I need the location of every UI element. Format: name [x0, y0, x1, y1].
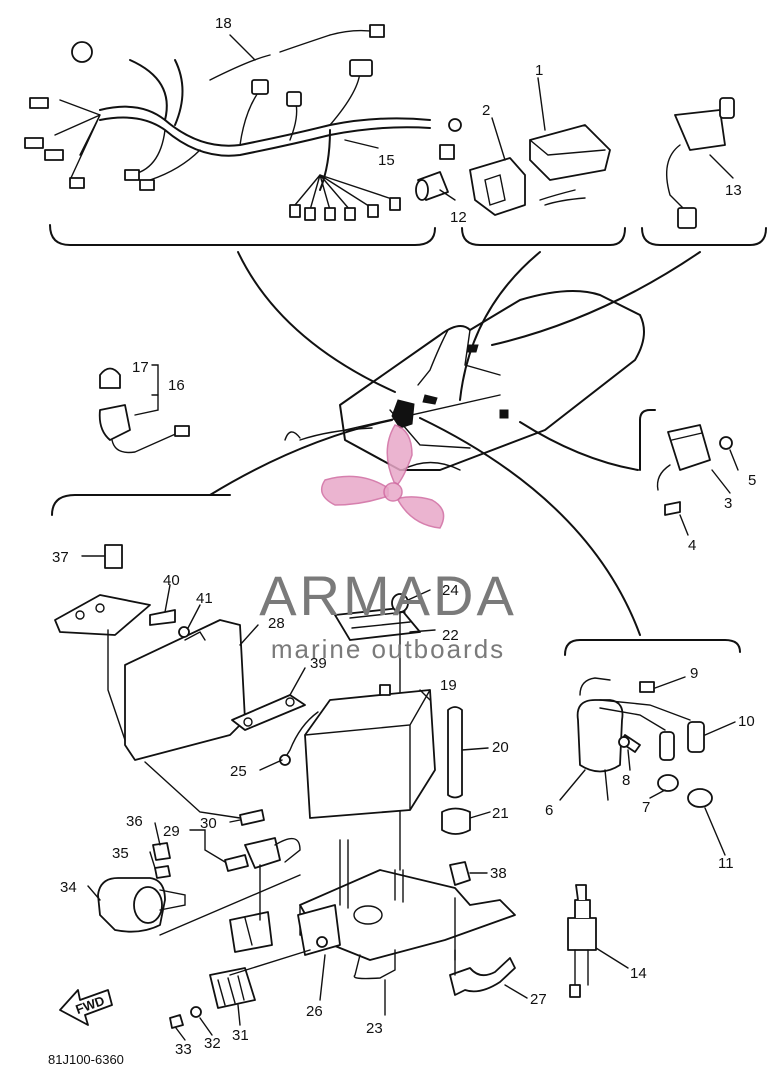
- callout-24: 24: [442, 582, 459, 599]
- callout-27: 27: [530, 991, 547, 1008]
- part-6-ignition-coil: [576, 677, 713, 808]
- part-16-17-bulb: [98, 367, 190, 454]
- callout-38: 38: [490, 865, 507, 882]
- callout-6: 6: [545, 802, 553, 819]
- callout-19: 19: [440, 677, 457, 694]
- part-39-bracket: [231, 694, 306, 731]
- callout-3: 3: [724, 495, 732, 512]
- part-38-nut: [449, 861, 471, 886]
- callout-31: 31: [232, 1027, 249, 1044]
- callout-21: 21: [492, 805, 509, 822]
- callout-25: 25: [230, 763, 247, 780]
- callout-39: 39: [310, 655, 327, 672]
- callout-7: 7: [642, 799, 650, 816]
- callout-37: 37: [52, 549, 69, 566]
- callout-16: 16: [168, 377, 185, 394]
- callout-14: 14: [630, 965, 647, 982]
- part-3-regulator: [656, 424, 733, 516]
- callout-leaders: [81, 34, 739, 1041]
- part-28-cover: [54, 544, 246, 761]
- callout-10: 10: [738, 713, 755, 730]
- callout-40: 40: [163, 572, 180, 589]
- watermark-tagline: marine outboards: [271, 634, 505, 664]
- part-27-clamp: [449, 949, 516, 996]
- callout-32: 32: [204, 1035, 221, 1052]
- callout-5: 5: [748, 472, 756, 489]
- part-14-switch: [567, 884, 597, 998]
- callout-2: 2: [482, 102, 490, 119]
- callout-30: 30: [200, 815, 217, 832]
- assembly-lines: [107, 629, 456, 976]
- callout-8: 8: [622, 772, 630, 789]
- watermark: ARMADA marine outboards: [259, 424, 517, 664]
- callout-26: 26: [306, 1003, 323, 1020]
- callout-12: 12: [450, 209, 467, 226]
- callout-13: 13: [725, 182, 742, 199]
- part-34-relay: [97, 842, 186, 933]
- armada-logo: [320, 424, 445, 529]
- part-19-battery: [279, 684, 436, 819]
- part-20-tube: [441, 706, 471, 835]
- fwd-arrow: FWD: [59, 989, 113, 1026]
- part-12-cap: [415, 171, 449, 201]
- callout-15: 15: [378, 152, 395, 169]
- callout-18: 18: [215, 15, 232, 32]
- part-29-fuse-holder: [224, 809, 301, 872]
- callout-9: 9: [690, 665, 698, 682]
- watermark-brand: ARMADA: [259, 564, 517, 627]
- callout-34: 34: [60, 879, 77, 896]
- callout-35: 35: [112, 845, 129, 862]
- callout-29: 29: [163, 823, 180, 840]
- part-1-2-igniter: [469, 124, 611, 216]
- group-brackets: [49, 224, 767, 656]
- callout-28: 28: [268, 615, 285, 632]
- callout-36: 36: [126, 813, 143, 830]
- drawing-code: 81J100-6360: [48, 1052, 124, 1067]
- frame-outline: [284, 290, 645, 471]
- part-13-main-switch: [666, 97, 735, 229]
- callout-numbers: 1 2 3 4 5 6 7 8 9 10 11 12 13 14 15 16 1…: [52, 15, 756, 1058]
- callout-4: 4: [688, 537, 696, 554]
- callout-22: 22: [442, 627, 459, 644]
- callout-17: 17: [132, 359, 149, 376]
- callout-23: 23: [366, 1020, 383, 1037]
- part-31-connector: [169, 911, 273, 1029]
- callout-1: 1: [535, 62, 543, 79]
- part-23-tray: [297, 839, 516, 980]
- callout-11: 11: [718, 855, 734, 872]
- wire-harness-15: [24, 24, 462, 221]
- leader-lines: [209, 251, 701, 636]
- callout-33: 33: [175, 1041, 192, 1058]
- callout-41: 41: [196, 590, 213, 607]
- callout-20: 20: [492, 739, 509, 756]
